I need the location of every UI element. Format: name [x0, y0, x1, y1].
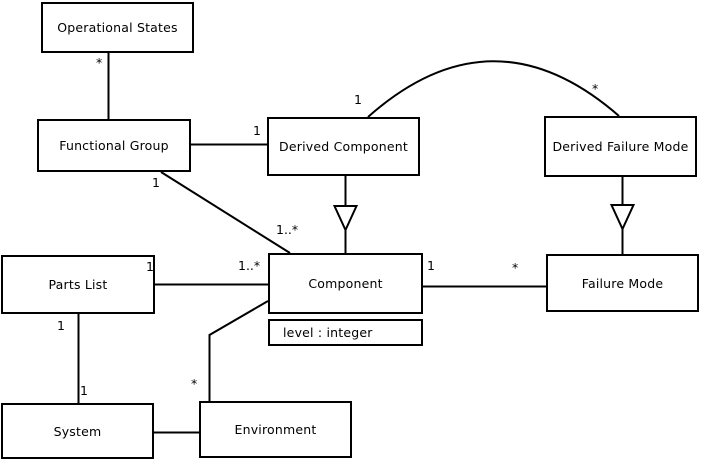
class-name: Environment — [234, 422, 317, 437]
edge-functional-group-component — [160, 171, 291, 254]
multiplicity-label: 1 — [253, 123, 261, 138]
attribute-label: level : integer — [283, 325, 373, 340]
class-name: System — [53, 423, 102, 439]
multiplicity-label: 1 — [146, 259, 154, 274]
class-box-environment[interactable]: Environment — [199, 401, 352, 458]
multiplicity-label: * — [512, 260, 519, 275]
class-name: Derived Failure Mode — [552, 139, 689, 154]
class-box-component[interactable]: Component — [268, 253, 423, 314]
class-box-derived-component[interactable]: Derived Component — [267, 117, 420, 176]
multiplicity-label: 1 — [152, 175, 160, 190]
class-box-functional-group[interactable]: Functional Group — [37, 119, 191, 172]
multiplicity-label: 1 — [427, 258, 435, 273]
multiplicity-label: * — [191, 376, 198, 391]
multiplicity-label: 1 — [57, 318, 65, 333]
multiplicity-label: 1 — [80, 383, 88, 398]
class-box-system[interactable]: System — [1, 403, 154, 459]
edge-derived-component-derived-failure-mode — [367, 60, 620, 118]
edge-component-environment — [208, 300, 269, 401]
class-box-failure-mode[interactable]: Failure Mode — [546, 254, 699, 312]
class-name: Functional Group — [59, 138, 169, 153]
generalization-triangle-icon — [332, 205, 359, 233]
multiplicity-label: * — [592, 81, 599, 96]
class-name: Failure Mode — [581, 275, 664, 291]
multiplicity-label: 1..* — [238, 258, 261, 273]
multiplicity-label: * — [96, 55, 103, 70]
class-name: Derived Component — [279, 139, 408, 154]
class-name: Parts List — [48, 277, 108, 292]
class-name: Component — [308, 276, 383, 291]
generalization-triangle-icon — [609, 204, 636, 232]
class-box-operational-states[interactable]: Operational States — [41, 2, 194, 53]
component-attributes-compartment[interactable]: level : integer — [268, 319, 423, 346]
class-box-parts-list[interactable]: Parts List — [1, 255, 155, 314]
class-name: Operational States — [57, 20, 178, 35]
class-box-derived-failure-mode[interactable]: Derived Failure Mode — [544, 116, 697, 177]
multiplicity-label: 1 — [354, 92, 362, 107]
multiplicity-label: 1..* — [276, 222, 299, 237]
